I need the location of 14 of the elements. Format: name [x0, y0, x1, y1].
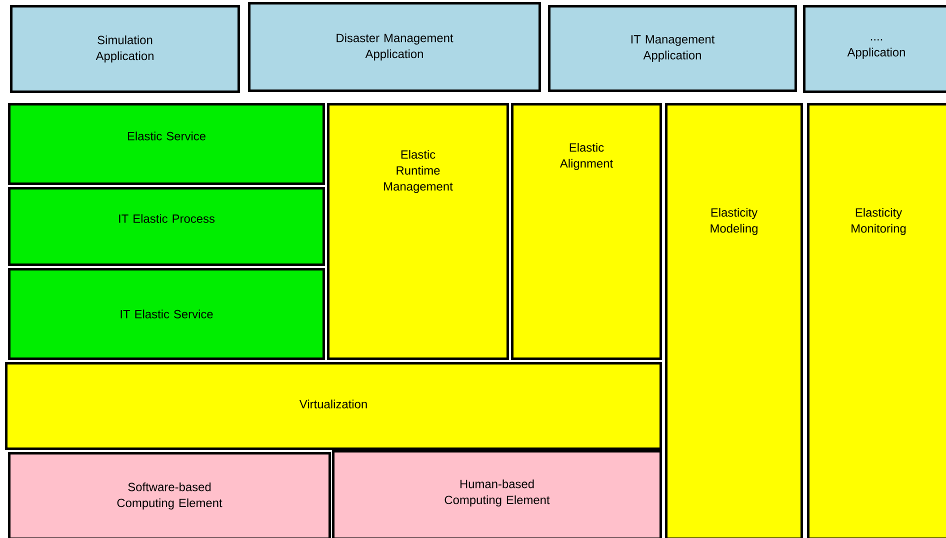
- layer-box: Elastic Runtime Management: [327, 103, 509, 360]
- layer-box: Elastic Service: [8, 103, 325, 185]
- layer-box: Elastic Alignment: [511, 103, 662, 360]
- layer-box: Software-based Computing Element: [8, 452, 331, 538]
- layer-box: Disaster Management Application: [248, 2, 541, 92]
- layer-box: .... Application: [803, 5, 946, 93]
- layer-box: Virtualization: [5, 362, 662, 450]
- layer-box: IT Management Application: [548, 5, 797, 92]
- layer-box: Elasticity Monitoring: [807, 103, 946, 538]
- layer-box: IT Elastic Process: [8, 187, 325, 266]
- layer-box: Human-based Computing Element: [332, 450, 662, 538]
- layer-box: IT Elastic Service: [8, 268, 325, 360]
- layer-box: Simulation Application: [10, 5, 240, 93]
- layer-box: Elasticity Modeling: [665, 103, 803, 538]
